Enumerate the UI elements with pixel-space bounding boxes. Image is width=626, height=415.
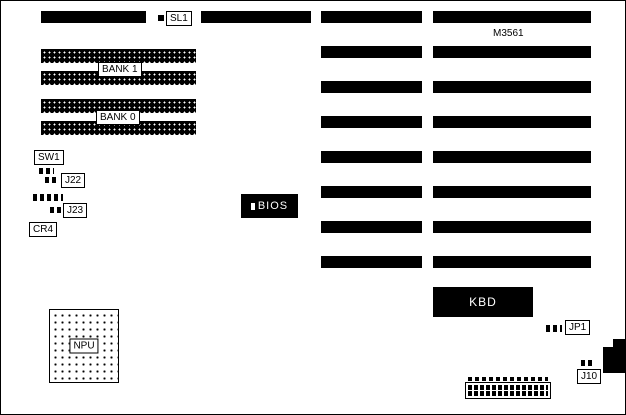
slot-column-left [321,11,422,268]
slot-column-right [433,11,591,268]
keyboard-connector-step [613,339,625,349]
kbd-label: KBD [469,295,497,309]
j23-pins [50,207,61,213]
jp1-label: JP1 [565,320,591,335]
sl1-label: SL1 [166,11,192,26]
bank1-label: BANK 1 [98,62,142,77]
expansion-slot [433,46,591,58]
cache-slot-bar2 [201,11,311,23]
model-number: M3561 [493,28,524,39]
npu-label: NPU [69,338,99,354]
expansion-slot [321,256,422,268]
expansion-slot [433,221,591,233]
expansion-slot [321,116,422,128]
simm-socket [41,71,196,85]
expansion-slot [321,11,422,23]
expansion-slot [433,186,591,198]
expansion-slot [321,46,422,58]
pin-header-row-top [468,385,548,390]
j23-label: J23 [63,203,88,218]
memory-banks [41,49,196,135]
sw1-pins [39,168,54,174]
expansion-slot [433,81,591,93]
pin-header-block [465,382,551,399]
j22-pins [45,177,57,183]
j22-label: J22 [61,173,86,188]
simm-socket [41,99,196,113]
expansion-slot [433,256,591,268]
expansion-slot [321,81,422,93]
expansion-slot [433,11,591,23]
simm-socket [41,121,196,135]
j10-pins [581,360,593,366]
expansion-slot [433,116,591,128]
expansion-slot [321,151,422,163]
bios-label: BIOS [257,200,289,212]
bank0-label: BANK 0 [96,110,140,125]
simm-socket [41,49,196,63]
bios-notch [250,202,255,210]
j10-label: J10 [577,369,602,384]
pin-header-row-bottom [468,391,548,396]
jp1-pins [546,325,562,332]
kbd-bios-box: KBD [433,287,533,317]
cr4-label: CR4 [29,222,58,237]
bios-chip: BIOS [241,194,298,218]
expansion-slot [321,221,422,233]
keyboard-connector [603,347,625,373]
cache-slot-bar [41,11,146,23]
expansion-slot [321,186,422,198]
sw1-label: SW1 [34,150,64,165]
pin-header-ticks [468,377,548,381]
expansion-slot [433,151,591,163]
npu-socket: NPU [49,309,119,383]
pin-strip [33,194,63,201]
sl1-marker [158,15,164,21]
